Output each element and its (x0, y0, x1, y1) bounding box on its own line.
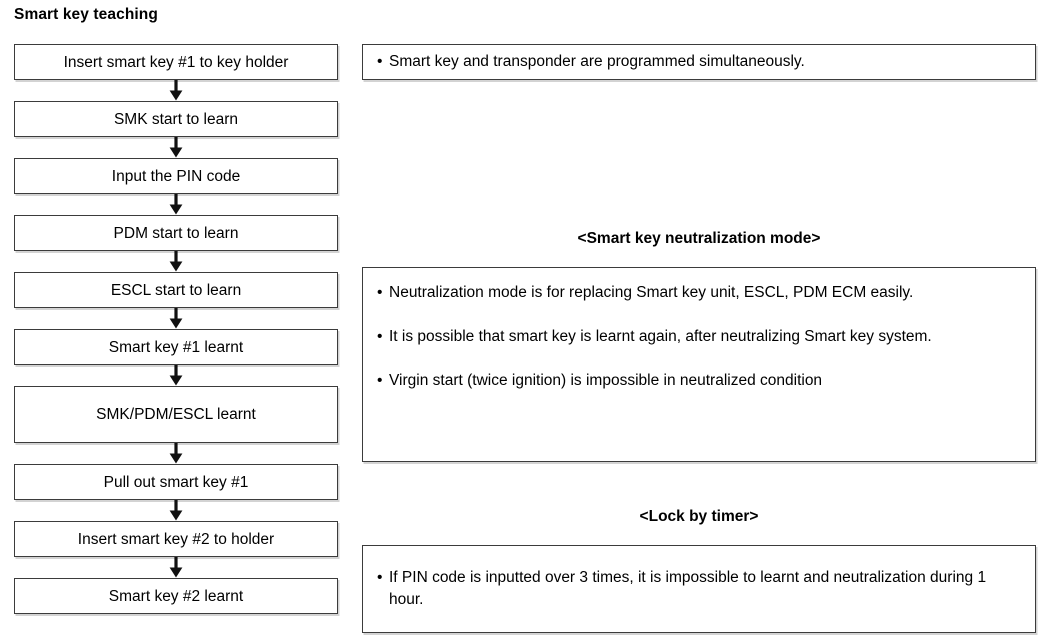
bullet-icon: • (377, 53, 383, 70)
flow-node: Insert smart key #1 to key holder (14, 44, 338, 80)
flow-node: Smart key #1 learnt (14, 329, 338, 365)
bullet-icon: • (377, 284, 383, 301)
note-bullet-item: • If PIN code is inputted over 3 times, … (377, 567, 1021, 611)
down-arrow-icon (169, 80, 183, 101)
down-arrow-icon (169, 308, 183, 329)
flow-node: SMK start to learn (14, 101, 338, 137)
flow-node-label: SMK/PDM/ESCL learnt (96, 406, 256, 423)
bullet-icon: • (377, 372, 383, 389)
note-bullet-item: • Virgin start (twice ignition) is impos… (377, 370, 1021, 392)
flow-connector (14, 251, 338, 272)
lock-by-timer-note-panel: • If PIN code is inputted over 3 times, … (362, 545, 1036, 633)
note-bullet-item: • Neutralization mode is for replacing S… (377, 282, 1021, 304)
down-arrow-icon (169, 137, 183, 158)
down-arrow-icon (169, 557, 183, 578)
note-bullet-item: • It is possible that smart key is learn… (377, 326, 1021, 348)
neutralization-note-panel: • Neutralization mode is for replacing S… (362, 267, 1036, 462)
note-bullet-text: If PIN code is inputted over 3 times, it… (389, 569, 987, 608)
down-arrow-icon (169, 251, 183, 272)
flow-node-label: Smart key #2 learnt (108, 587, 244, 605)
flow-connector (14, 308, 338, 329)
note-bullet-text: Smart key and transponder are programmed… (389, 53, 805, 70)
lock-by-timer-heading: <Lock by timer> (639, 508, 759, 525)
down-arrow-icon (169, 194, 183, 215)
flow-connector (14, 443, 338, 464)
programming-note-wrapper: • Smart key and transponder are programm… (362, 44, 1036, 80)
flow-node-label: Insert smart key #1 to key holder (63, 53, 289, 71)
flow-connector (14, 500, 338, 521)
down-arrow-icon (169, 443, 183, 464)
flow-connector (14, 194, 338, 215)
note-bullet-text: It is possible that smart key is learnt … (389, 328, 932, 345)
down-arrow-icon (169, 365, 183, 386)
flow-node: Pull out smart key #1 (14, 464, 338, 500)
neutralization-heading: <Smart key neutralization mode> (577, 230, 821, 247)
down-arrow-icon (169, 500, 183, 521)
flow-node: PDM start to learn (14, 215, 338, 251)
flow-node-label: Insert smart key #2 to holder (77, 530, 275, 548)
flow-node: ESCL start to learn (14, 272, 338, 308)
flow-node: Input the PIN code (14, 158, 338, 194)
bullet-icon: • (377, 569, 383, 586)
flow-connector (14, 137, 338, 158)
neutralization-note-wrapper: • Neutralization mode is for replacing S… (362, 267, 1036, 462)
flow-connector (14, 557, 338, 578)
flow-connector (14, 80, 338, 101)
flow-node-label: Smart key #1 learnt (108, 338, 244, 356)
flow-node-label: Input the PIN code (111, 167, 241, 185)
flow-node-label: Pull out smart key #1 (103, 473, 249, 491)
flow-connector (14, 365, 338, 386)
note-bullet-item: • Smart key and transponder are programm… (377, 51, 805, 73)
flow-node: Smart key #2 learnt (14, 578, 338, 614)
bullet-icon: • (377, 328, 383, 345)
note-bullet-text: Neutralization mode is for replacing Sma… (389, 284, 914, 301)
note-bullet-text: Virgin start (twice ignition) is impossi… (389, 372, 823, 389)
flow-node: SMK/PDM/ESCL learnt (14, 386, 338, 443)
flow-node-label: ESCL start to learn (110, 281, 242, 299)
lock-by-timer-note-wrapper: • If PIN code is inputted over 3 times, … (362, 545, 1036, 633)
flow-node: Insert smart key #2 to holder (14, 521, 338, 557)
programming-note-panel: • Smart key and transponder are programm… (362, 44, 1036, 80)
flow-node-label: PDM start to learn (113, 224, 239, 242)
page-title: Smart key teaching (14, 6, 158, 23)
flow-node-label: SMK start to learn (113, 110, 239, 128)
